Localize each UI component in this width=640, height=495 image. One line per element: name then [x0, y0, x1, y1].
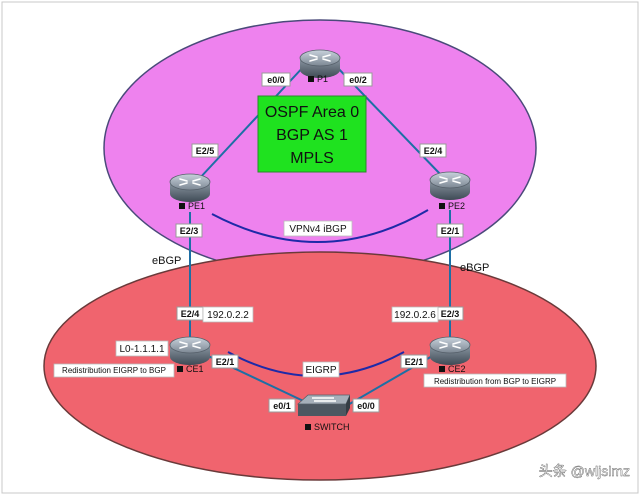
router-icon[interactable]	[169, 173, 211, 203]
svg-text:E2/3: E2/3	[441, 309, 460, 319]
ebgp-left-label: eBGP	[152, 255, 181, 267]
switch-icon[interactable]	[297, 394, 350, 417]
redist-right-label: Redistribution from BGP to EIGRP	[423, 373, 567, 388]
ebgp-right-label: eBGP	[460, 262, 489, 274]
redist-left-label: Redistribution EIGRP to BGP	[53, 363, 175, 378]
svg-text:Redistribution from BGP to EIG: Redistribution from BGP to EIGRP	[434, 377, 556, 386]
area-label-box: OSPF Area 0 BGP AS 1 MPLS	[257, 95, 367, 173]
iface-label-ce1-e2-4: E2/4	[176, 306, 204, 321]
vpnv4-session-curve	[211, 209, 429, 243]
iface-label-pe2-e2-1: E2/1	[436, 223, 464, 238]
iface-label-p1-e0-0: e0/0	[261, 72, 291, 87]
iface-label-pe1-e2-5: E2/5	[191, 143, 219, 158]
iface-label-ce2-e2-3: E2/3	[436, 306, 464, 321]
svg-text:E2/1: E2/1	[441, 226, 460, 236]
svg-text:PE1: PE1	[188, 201, 205, 211]
svg-text:L0-1.1.1.1: L0-1.1.1.1	[119, 344, 164, 355]
svg-text:E2/4: E2/4	[424, 146, 443, 156]
node-ce1-label: CE1	[177, 364, 204, 374]
router-icon[interactable]	[429, 171, 471, 201]
ip-right-label: 192.0.2.6	[391, 306, 439, 323]
node-pe1-label: PE1	[179, 201, 205, 211]
svg-text:CE1: CE1	[186, 364, 204, 374]
svg-text:E2/5: E2/5	[196, 146, 215, 156]
svg-text:e0/1: e0/1	[273, 401, 291, 411]
iface-label-p1-e0-2: e0/2	[343, 72, 373, 87]
svg-text:CE2: CE2	[448, 364, 466, 374]
iface-label-ce1-e2-1: E2/1	[211, 354, 239, 369]
node-pe2-label: PE2	[439, 201, 465, 211]
node-ce2-label: CE2	[439, 364, 466, 374]
iface-label-sw-e0-1: e0/1	[268, 398, 296, 413]
eigrp-label: EIGRP	[302, 361, 340, 378]
svg-text:192.0.2.2: 192.0.2.2	[207, 310, 249, 321]
loopback-label: L0-1.1.1.1	[115, 340, 169, 357]
area-label-line3: MPLS	[290, 150, 334, 167]
svg-text:E2/3: E2/3	[180, 226, 199, 236]
svg-text:PE2: PE2	[448, 201, 465, 211]
node-p1-label: P1	[308, 74, 328, 84]
svg-text:E2/4: E2/4	[181, 309, 200, 319]
svg-text:VPNv4 iBGP: VPNv4 iBGP	[289, 224, 347, 235]
svg-text:P1: P1	[317, 74, 328, 84]
svg-text:E2/1: E2/1	[216, 357, 235, 367]
area-label-line1: OSPF Area 0	[265, 104, 359, 121]
svg-text:SWITCH: SWITCH	[314, 422, 350, 432]
svg-text:Redistribution EIGRP to BGP: Redistribution EIGRP to BGP	[62, 366, 166, 375]
svg-text:E2/1: E2/1	[405, 357, 424, 367]
iface-label-sw-e0-0: e0/0	[352, 398, 380, 413]
svg-text:192.0.2.6: 192.0.2.6	[394, 310, 436, 321]
router-icon[interactable]	[429, 336, 471, 366]
area-label-line2: BGP AS 1	[276, 127, 348, 144]
svg-text:EIGRP: EIGRP	[305, 365, 336, 376]
svg-text:e0/2: e0/2	[349, 75, 367, 85]
svg-text:e0/0: e0/0	[267, 75, 285, 85]
vpnv4-label: VPNv4 iBGP	[283, 220, 353, 237]
router-icon[interactable]	[169, 336, 211, 366]
iface-label-pe2-e2-4: E2/4	[419, 143, 447, 158]
iface-label-pe1-e2-3: E2/3	[175, 223, 203, 238]
iface-label-ce2-e2-1: E2/1	[400, 354, 428, 369]
svg-text:e0/0: e0/0	[357, 401, 375, 411]
watermark-text: 头条 @wljslmz	[539, 463, 630, 479]
ip-left-label: 192.0.2.2	[202, 306, 254, 323]
node-switch-label: SWITCH	[305, 422, 350, 432]
